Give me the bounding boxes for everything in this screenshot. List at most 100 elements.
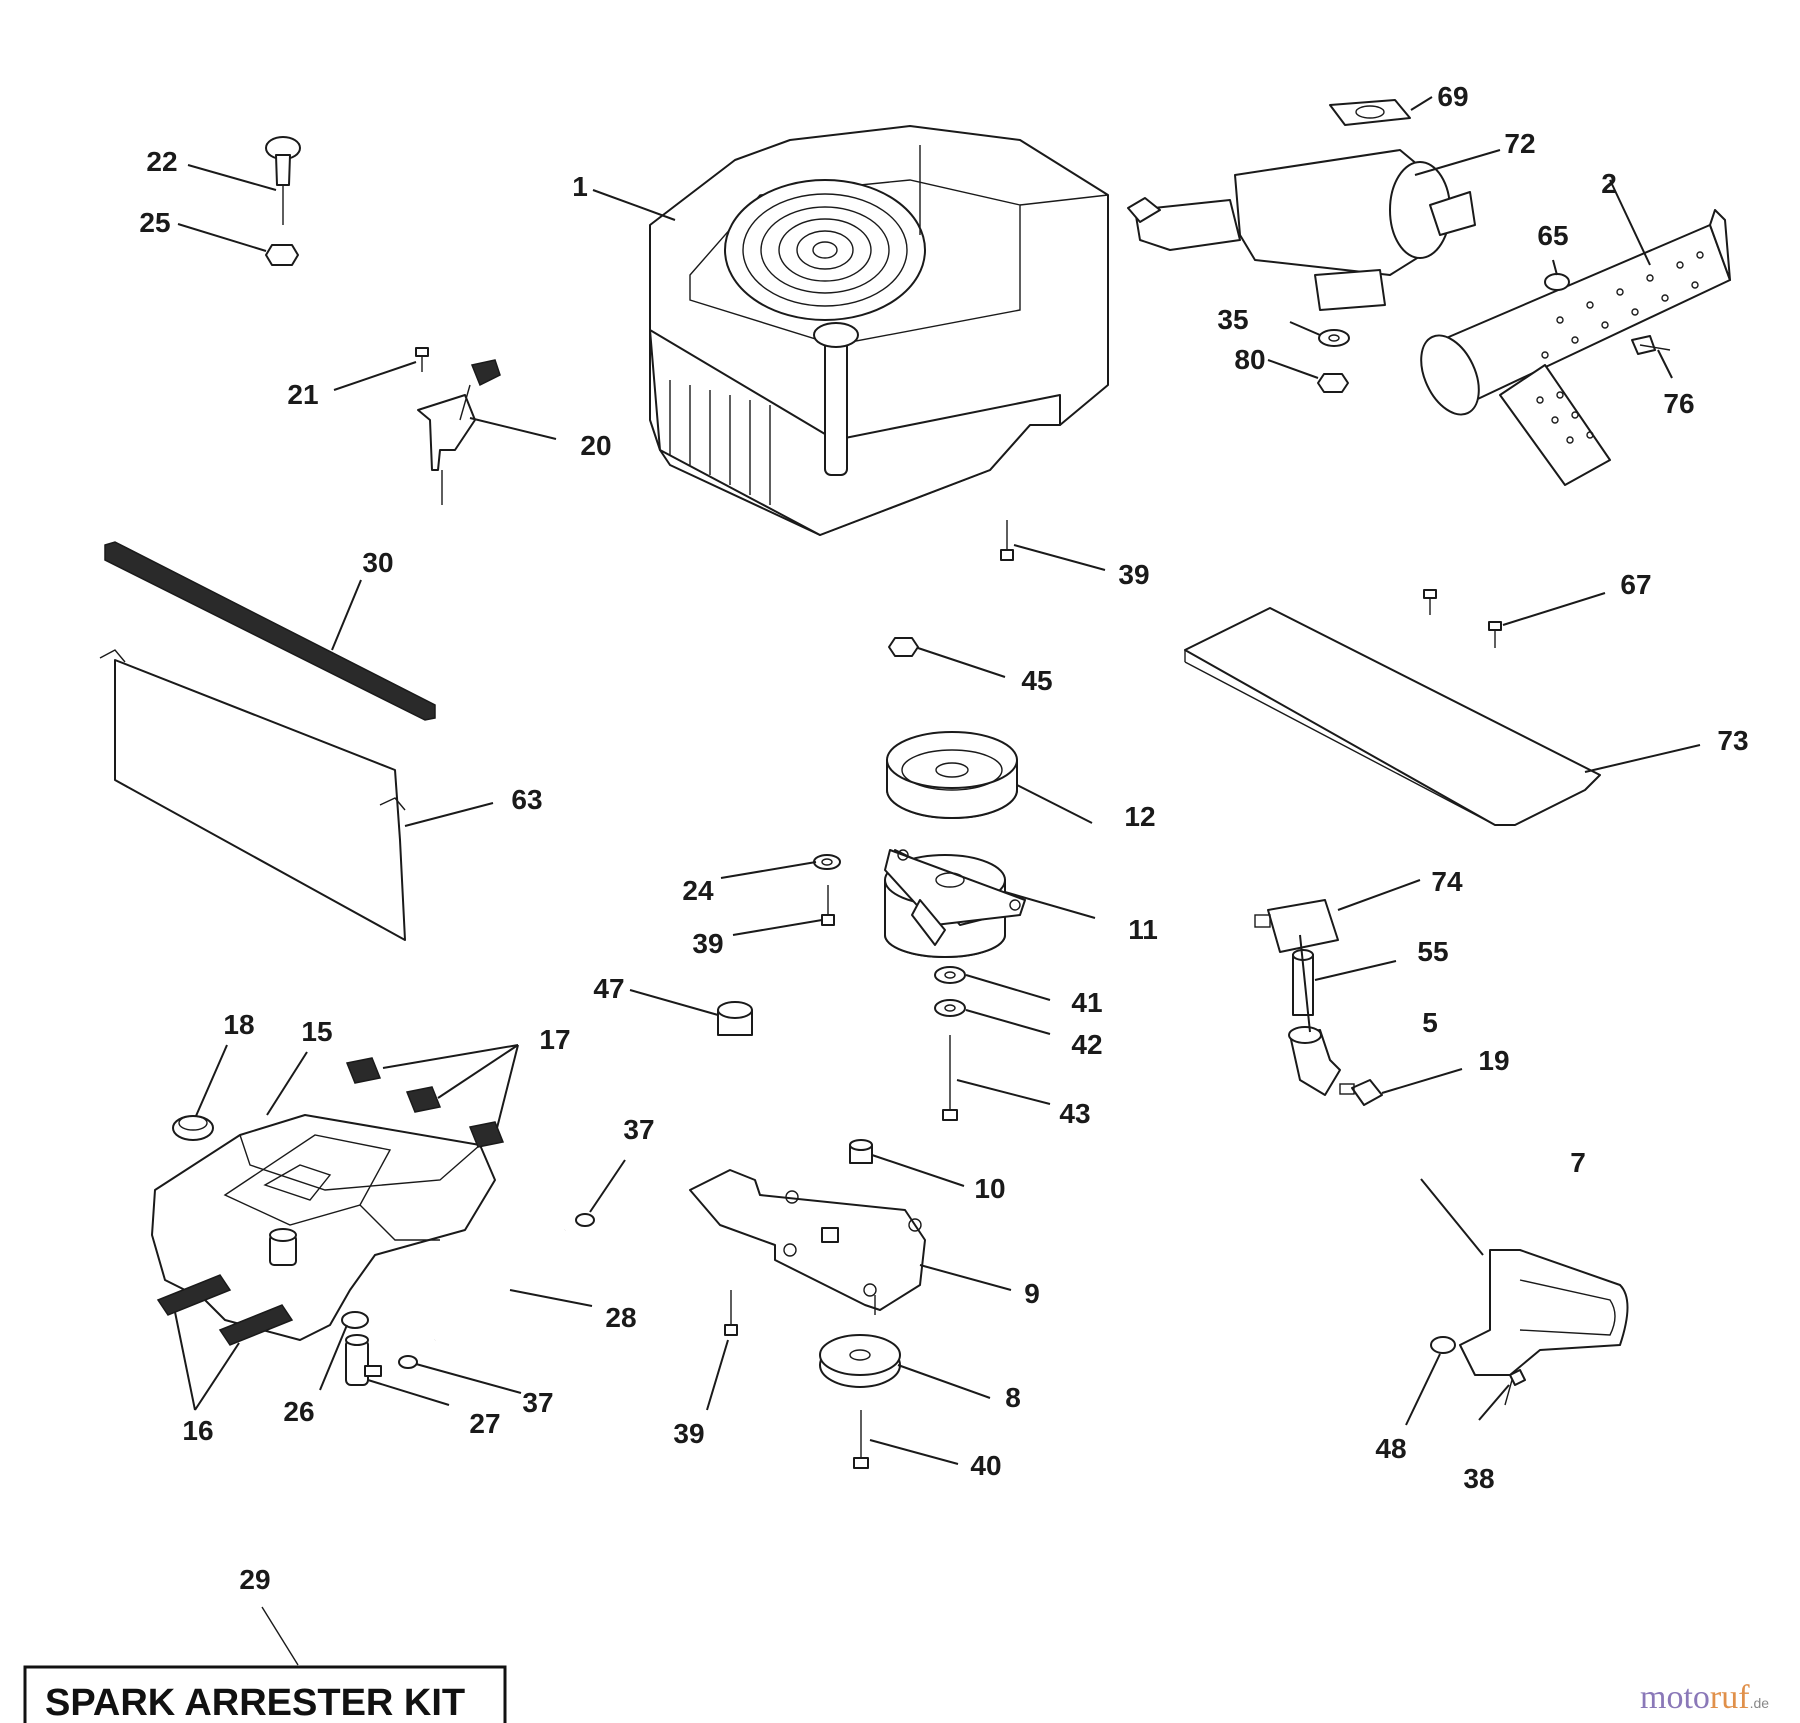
callout-26: 26 [283, 1396, 314, 1427]
leader-lines [174, 96, 1701, 1666]
callout-labels: 1 2 5 7 8 9 10 11 12 15 16 17 18 19 20 2… [139, 81, 1748, 1595]
shutoff-valve-part [345, 1334, 382, 1386]
callout-39-engine: 39 [1118, 559, 1149, 590]
callout-42: 42 [1071, 1029, 1102, 1060]
watermark-part1: moto [1640, 1679, 1710, 1716]
callout-76: 76 [1663, 388, 1694, 419]
callout-15: 15 [301, 1016, 332, 1047]
callout-2: 2 [1601, 168, 1617, 199]
callout-43: 43 [1059, 1098, 1090, 1129]
callout-67: 67 [1620, 569, 1651, 600]
choke-knob-part [265, 136, 301, 225]
watermark-part2: ruf [1710, 1679, 1750, 1716]
callout-39-arm: 39 [673, 1418, 704, 1449]
callout-17: 17 [539, 1024, 570, 1055]
spark-arrester-kit-box: SPARK ARRESTER KIT [23, 1665, 507, 1723]
callout-27: 27 [469, 1408, 500, 1439]
spacer-47-part [717, 1001, 753, 1036]
svg-text:motoruf.de: motoruf.de [1640, 1679, 1769, 1716]
callout-73: 73 [1717, 725, 1748, 756]
washer-42-part [934, 999, 966, 1017]
bolt-38-part [1504, 1369, 1526, 1406]
screw-67b-part [1488, 621, 1502, 648]
callout-35: 35 [1217, 304, 1248, 335]
screw-76-part [1631, 335, 1671, 355]
throttle-control-part [417, 359, 501, 505]
bolt-39-clutch-part [821, 885, 835, 926]
fuel-line-part [433, 1227, 567, 1343]
screw-67a-part [1423, 589, 1437, 615]
gasket-part [1329, 99, 1411, 126]
callout-19: 19 [1478, 1045, 1509, 1076]
callout-63: 63 [511, 784, 542, 815]
callout-65: 65 [1537, 220, 1568, 251]
washer-41-part [934, 966, 966, 984]
bolt-39-engine-part [1000, 520, 1014, 561]
engine-part [649, 125, 1109, 536]
callout-12: 12 [1124, 801, 1155, 832]
fuel-tank-part [151, 1114, 496, 1341]
callout-7: 7 [1570, 1147, 1586, 1178]
spark-arrester-kit-label: SPARK ARRESTER KIT [45, 1682, 465, 1723]
pipe-nipple-part [1292, 949, 1314, 1016]
callout-21: 21 [287, 379, 318, 410]
callout-22: 22 [146, 146, 177, 177]
callout-37-upper: 37 [623, 1114, 654, 1145]
hose-clamp-lower-part [398, 1355, 418, 1369]
callout-11: 11 [1128, 914, 1158, 945]
elbow-fitting-part [1288, 1026, 1341, 1096]
engine-pulley-part [886, 731, 1018, 819]
callout-20: 20 [580, 430, 611, 461]
callout-72: 72 [1504, 128, 1535, 159]
callout-28: 28 [605, 1302, 636, 1333]
callout-9: 9 [1024, 1278, 1040, 1309]
callout-69: 69 [1437, 81, 1468, 112]
callout-39-clutch: 39 [692, 928, 723, 959]
washer-35-part [1318, 329, 1350, 347]
nut-80-part [1317, 373, 1349, 393]
callout-45: 45 [1021, 665, 1052, 696]
fuel-fitting-part [1339, 1079, 1383, 1106]
bolt-39-arm-part [724, 1290, 738, 1336]
bracket-part [1459, 1249, 1629, 1376]
callout-47: 47 [593, 973, 624, 1004]
callout-37-lower: 37 [522, 1387, 553, 1418]
callout-30: 30 [362, 547, 393, 578]
callout-5: 5 [1422, 1007, 1438, 1038]
muffler-part [1127, 149, 1476, 311]
spark-arrester-part [1420, 209, 1731, 486]
watermark-logo: motoruf.de [1640, 1679, 1769, 1716]
callout-10: 10 [974, 1173, 1005, 1204]
callout-16: 16 [182, 1415, 213, 1446]
spacer-part [849, 1139, 873, 1164]
washer-65-part [1544, 273, 1570, 291]
bolt-43-part [942, 1035, 958, 1121]
callout-8: 8 [1005, 1382, 1021, 1413]
watermark-suffix: .de [1750, 1695, 1770, 1711]
lock-washer-part [813, 854, 841, 870]
callout-55: 55 [1417, 936, 1448, 967]
fuel-cap-part [172, 1115, 214, 1141]
callout-40: 40 [970, 1450, 1001, 1481]
callout-29: 29 [239, 1564, 270, 1595]
hose-clamp-upper-part [575, 1213, 595, 1227]
small-pads-part [345, 1057, 505, 1148]
side-panel-part [99, 649, 406, 941]
idler-arm-part [689, 1169, 926, 1315]
callout-74: 74 [1431, 866, 1463, 897]
callout-38: 38 [1463, 1463, 1494, 1494]
callout-80: 80 [1234, 344, 1265, 375]
callout-1: 1 [572, 171, 588, 202]
seal-strip-part [104, 541, 436, 721]
heat-shield-part [1184, 607, 1601, 826]
tank-pads-part [156, 1274, 294, 1346]
fuel-fitting-74-part [1254, 899, 1339, 953]
bolt-21-part [415, 347, 429, 372]
callout-24: 24 [682, 875, 714, 906]
washer-26-part [341, 1311, 369, 1329]
bolt-40-part [853, 1410, 869, 1469]
callout-48: 48 [1375, 1433, 1406, 1464]
callout-25: 25 [139, 207, 170, 238]
nut-45-part [888, 637, 919, 657]
